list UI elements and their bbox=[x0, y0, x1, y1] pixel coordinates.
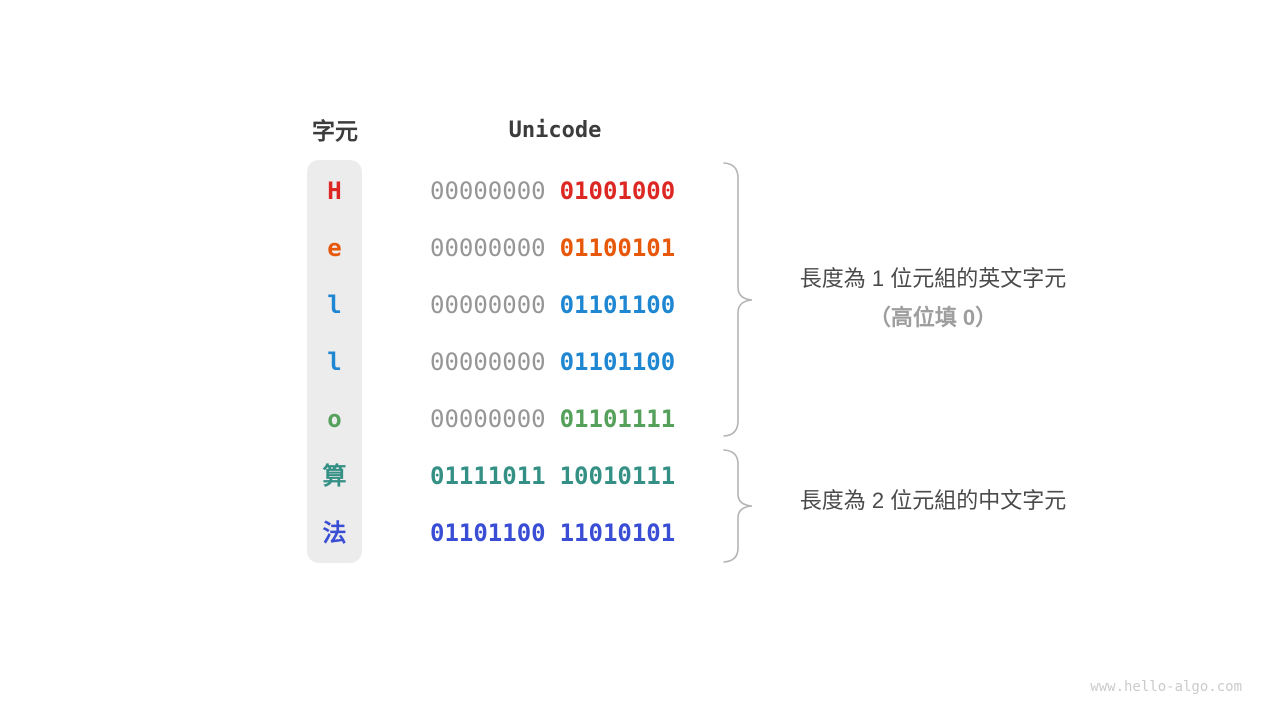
english-annotation-line1: 長度為 1 位元組的英文字元 bbox=[799, 266, 1067, 291]
binary-row-l2: 00000000 01101100 bbox=[430, 342, 675, 382]
binary-row-H: 00000000 01001000 bbox=[430, 171, 675, 211]
char-cell-o: o bbox=[327, 405, 342, 433]
low-byte: 01101111 bbox=[559, 405, 676, 433]
low-byte: 10010111 bbox=[559, 462, 676, 490]
low-byte: 01101100 bbox=[559, 291, 676, 319]
low-byte: 01100101 bbox=[559, 234, 676, 262]
low-byte: 01101100 bbox=[559, 348, 676, 376]
high-byte: 00000000 bbox=[430, 177, 546, 205]
binary-row-l1: 00000000 01101100 bbox=[430, 285, 675, 325]
high-byte: 00000000 bbox=[430, 348, 546, 376]
binary-row-suan: 01111011 10010111 bbox=[430, 456, 675, 496]
binary-row-fa: 01101100 11010101 bbox=[430, 513, 675, 553]
char-cell-fa: 法 bbox=[322, 519, 347, 547]
high-byte: 00000000 bbox=[430, 405, 546, 433]
low-byte: 11010101 bbox=[559, 519, 676, 547]
english-annotation-line2: （高位填 0） bbox=[868, 305, 998, 330]
char-cell-e: e bbox=[327, 234, 342, 262]
char-cell-suan: 算 bbox=[322, 462, 347, 490]
english-group-brace bbox=[723, 162, 753, 437]
high-byte: 01111011 bbox=[430, 462, 546, 490]
chinese-annotation-line1: 長度為 2 位元組的中文字元 bbox=[799, 488, 1067, 513]
char-cell-l2: l bbox=[327, 348, 342, 376]
unicode-column-header: Unicode bbox=[508, 118, 602, 143]
binary-row-e: 00000000 01100101 bbox=[430, 228, 675, 268]
char-column-header: 字元 bbox=[312, 118, 358, 144]
char-cell-H: H bbox=[327, 177, 342, 205]
high-byte: 00000000 bbox=[430, 291, 546, 319]
high-byte: 01101100 bbox=[430, 519, 546, 547]
low-byte: 01001000 bbox=[559, 177, 676, 205]
char-cell-l1: l bbox=[327, 291, 342, 319]
char-column-background bbox=[307, 160, 362, 563]
binary-row-o: 00000000 01101111 bbox=[430, 399, 675, 439]
watermark: www.hello-algo.com bbox=[1090, 679, 1242, 695]
high-byte: 00000000 bbox=[430, 234, 546, 262]
